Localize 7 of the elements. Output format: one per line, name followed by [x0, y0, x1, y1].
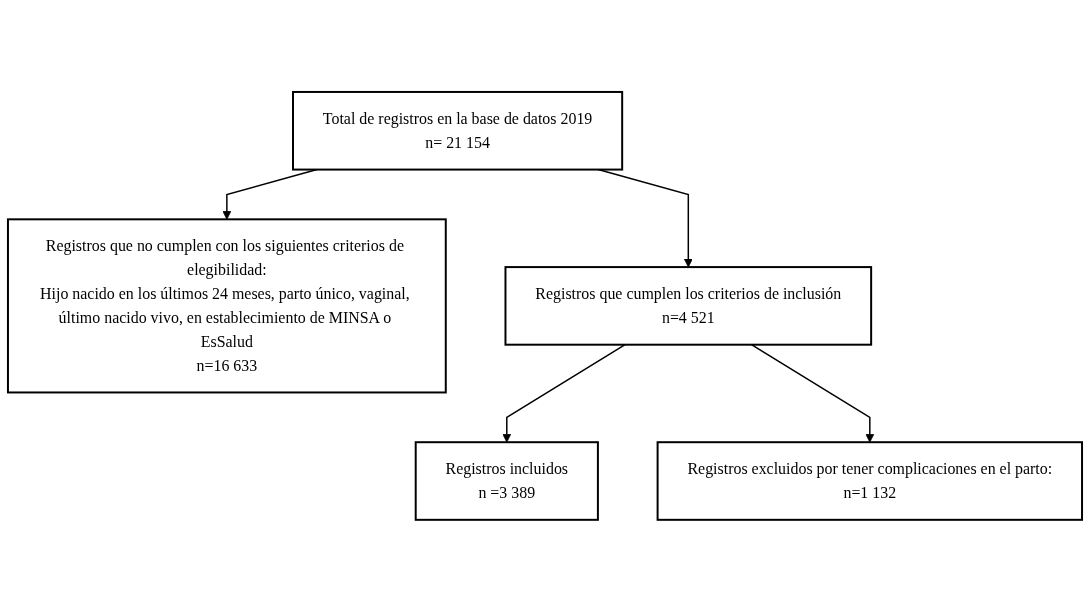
node-box: Registros que no cumplen con los siguientes criterios de elegibilidad: Hijo nacido en los últimos 24 meses, parto único, vaginal, último nacido vivo, en establecimiento de MINSA o EsSalud n=16 633	[6, 217, 447, 394]
node-box: Total de registros en la base de datos 2019 n= 21 154	[292, 90, 624, 171]
node-box: Registros que cumplen los criterios de inclusión n=4 521	[504, 265, 873, 346]
arrow	[502, 343, 626, 443]
node-box: Registros excluidos por tener complicaciones en el parto: n=1 132	[656, 440, 1084, 521]
arrow	[750, 343, 875, 443]
node-box: Registros incluidos n =3 389	[414, 440, 599, 521]
